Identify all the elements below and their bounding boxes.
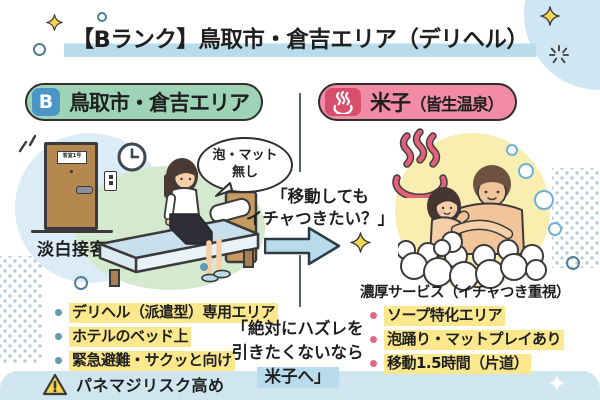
woman-on-bed-illustration: [98, 158, 260, 287]
center-quote: 「絶対にハズレを 引きたくないなら 米子へ」: [231, 319, 364, 388]
area-pill-tottori-label: 鳥取市・倉吉エリア: [69, 91, 250, 115]
speech-bubble: 泡・マット 無し: [197, 137, 293, 193]
door-peephole: [70, 170, 73, 173]
circle-decoration: [74, 276, 88, 290]
speech-bubble-tail: [215, 182, 233, 197]
divider-top: [299, 93, 301, 172]
couple-bath-illustration: [398, 165, 547, 291]
sparkle-icon: [548, 374, 566, 392]
circle-decoration: [200, 263, 208, 271]
area-pill-tottori: B 鳥取市・倉吉エリア: [25, 83, 263, 121]
warning-text: パネマジリスク高め: [76, 376, 225, 395]
warning-icon: [42, 373, 68, 395]
door-handle: [76, 186, 93, 194]
page-title: 【Bランク】鳥取市・倉吉エリア（デリヘル）: [0, 22, 600, 57]
burst-icon: [549, 45, 569, 64]
right-bullet-2: 泡踊り・マットプレイあり: [370, 328, 565, 350]
onsen-badge: [325, 88, 361, 116]
onsen-icon: [333, 90, 353, 114]
circle-decoration: [97, 12, 107, 22]
dots-pattern-right: [552, 168, 600, 268]
motion-lines-icon: [18, 134, 37, 153]
sparkle-icon: [350, 232, 371, 253]
circle-decoration: [566, 256, 580, 270]
right-bullet-1: ソープ特化エリア: [370, 304, 506, 326]
divider-bottom: [299, 255, 301, 307]
clock-icon: [117, 142, 147, 172]
rank-badge: B: [32, 88, 60, 116]
area-pill-yonago-label: 米子（皆生温泉）: [370, 91, 504, 115]
area-pill-yonago: 米子（皆生温泉）: [318, 83, 517, 121]
circle-decoration: [33, 43, 46, 56]
bubble-decoration: [518, 163, 534, 179]
sparkle-icon: [540, 6, 560, 26]
arrow-right-icon: [264, 226, 341, 266]
dots-pattern-left: [0, 256, 42, 364]
page-title-text: 【Bランク】鳥取市・倉吉エリア（デリヘル）: [63, 22, 537, 57]
steam-onsen-icon: [392, 128, 448, 198]
door-plate: 客室1号: [57, 151, 87, 164]
right-bullet-3: 移動1.5時間（片道）: [370, 352, 532, 374]
bubble-decoration: [548, 222, 562, 236]
left-bullet-3: 緊急避難・サクッと向け: [55, 349, 235, 371]
warning: パネマジリスク高め: [42, 372, 225, 396]
sparkle-icon: [46, 14, 63, 31]
left-bullet-1: デリヘル（派遣型）専用エリア: [55, 301, 279, 323]
center-question: 「移動しても イチャつきたい？」: [245, 187, 395, 228]
bubble-decoration: [506, 144, 518, 156]
light-switch: [104, 171, 117, 191]
left-bullet-2: ホテルのベッド上: [55, 325, 192, 347]
bubble-decoration: [534, 190, 554, 210]
ground-line: [31, 230, 113, 233]
right-heading: 濃厚サービス（イチャつき重視）: [360, 285, 570, 301]
left-caption: 淡白接客: [37, 240, 107, 260]
